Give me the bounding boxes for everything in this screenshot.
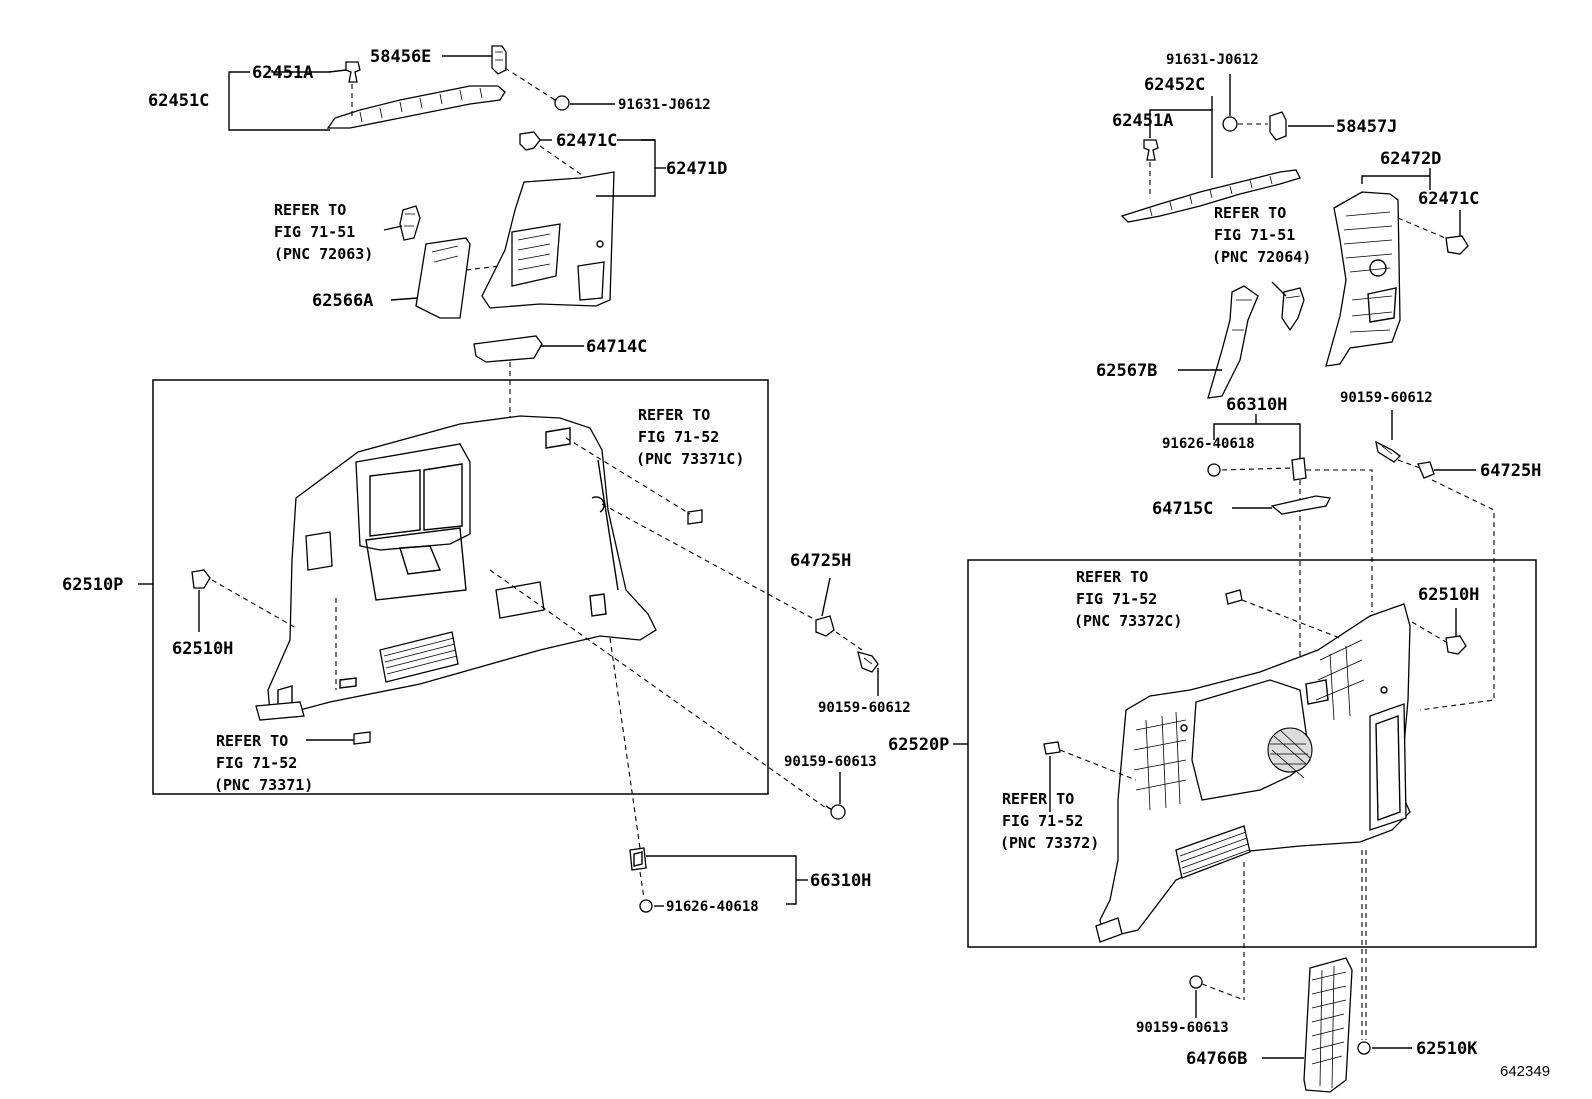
label-64725H-right: 64725H [1480, 461, 1541, 481]
label-91631-right: 91631-J0612 [1166, 52, 1259, 68]
bracket-58457J [1269, 111, 1287, 141]
bracket-refer-7151-right [1281, 287, 1305, 332]
label-58456E: 58456E [370, 47, 431, 67]
connector-refer-73371C [687, 509, 703, 525]
bracket-58456E [491, 45, 507, 75]
label-62566A: 62566A [312, 291, 373, 311]
refer-73372-line3: (PNC 73372) [1000, 834, 1099, 852]
bolt-90159-60612-right [1375, 440, 1401, 463]
refer-73371-line3: (PNC 73371) [214, 776, 313, 794]
quarter-trim-62510P [255, 415, 657, 721]
rail-62451C-left [326, 85, 506, 129]
refer-7151-left-line3: (PNC 72063) [274, 245, 373, 263]
refer-73371-line1: REFER TO [216, 732, 288, 750]
refer-73372C-line3: (PNC 73372C) [1074, 612, 1182, 630]
clip-64725H-right [1417, 461, 1435, 479]
label-64725H-left: 64725H [790, 551, 851, 571]
label-62567B: 62567B [1096, 361, 1157, 381]
cover-64714C [473, 335, 543, 363]
label-62520P: 62520P [888, 735, 949, 755]
label-90159-60613-left: 90159-60613 [784, 754, 877, 770]
label-91631-left: 91631-J0612 [618, 97, 711, 113]
label-64714C: 64714C [586, 337, 647, 357]
label-90159-60612-left: 90159-60612 [818, 700, 911, 716]
clip-62471C-left [519, 131, 552, 151]
refer-7151-right-line2: FIG 71-51 [1214, 226, 1295, 244]
hook-66310H-right [1291, 457, 1307, 481]
bolt-91626-right [1207, 463, 1221, 477]
label-90159-60613-right: 90159-60613 [1136, 1020, 1229, 1036]
refer-7151-left-line2: FIG 71-51 [274, 223, 355, 241]
rail-62452C [1120, 169, 1301, 223]
bolt-90159-60612-left [857, 651, 879, 673]
refer-7151-right-line1: REFER TO [1214, 204, 1286, 222]
label-62510H-right: 62510H [1418, 585, 1479, 605]
bolt-91626-left [639, 899, 653, 913]
clip-62451A-right [1143, 139, 1159, 161]
label-90159-60612-right: 90159-60612 [1340, 390, 1433, 406]
label-91626-right: 91626-40618 [1162, 436, 1255, 452]
screw-91631-right [1222, 116, 1238, 132]
refer-73371-line2: FIG 71-52 [216, 754, 297, 772]
label-66310H-right: 66310H [1226, 395, 1287, 415]
refer-7151-left-line1: REFER TO [274, 201, 346, 219]
label-64715C: 64715C [1152, 499, 1213, 519]
clip-62510H-left [191, 569, 211, 632]
label-62510P: 62510P [62, 575, 123, 595]
label-62471D: 62471D [666, 159, 727, 179]
label-62451A-right: 62451A [1112, 111, 1173, 131]
clip-62471C-right [1445, 235, 1469, 255]
label-62451A-left: 62451A [252, 63, 313, 83]
right-assembly-box [967, 559, 1537, 948]
clip-64725H-left [815, 615, 835, 637]
bolt-90159-60613-right [1189, 975, 1203, 989]
refer-73371C-line2: FIG 71-52 [638, 428, 719, 446]
label-66310H-left: 66310H [810, 871, 871, 891]
refer-7151-right-line3: (PNC 72064) [1212, 248, 1311, 266]
label-62452C: 62452C [1144, 75, 1205, 95]
label-62471C-right: 62471C [1418, 189, 1479, 209]
refer-73372C-line2: FIG 71-52 [1076, 590, 1157, 608]
screw-91631-left [551, 95, 570, 111]
trim-62566A [415, 237, 471, 319]
label-64766B: 64766B [1186, 1049, 1247, 1069]
refer-73372C-line1: REFER TO [1076, 568, 1148, 586]
clip-62510H-right [1445, 635, 1467, 655]
connector-refer-73372 [1043, 741, 1061, 755]
clip-62451A-left [345, 61, 361, 83]
hook-66310H-left [629, 847, 647, 871]
label-62510H-left: 62510H [172, 639, 233, 659]
quarter-trim-62520P [1095, 603, 1411, 943]
trim-62567B [1207, 285, 1259, 399]
label-62472D: 62472D [1380, 149, 1441, 169]
grip-64715C [1270, 495, 1331, 515]
pillar-62472D [1325, 191, 1401, 367]
refer-73371C-line1: REFER TO [638, 406, 710, 424]
label-91626-left: 91626-40618 [666, 899, 759, 915]
panel-64766B [1303, 957, 1353, 1093]
connector-refer-73371 [353, 731, 371, 745]
clip-62510K [1357, 1041, 1371, 1055]
pillar-62471D [481, 171, 615, 309]
connector-refer-73372C [1225, 589, 1243, 605]
label-62471C-left: 62471C [556, 131, 617, 151]
bolt-90159-60613-left [825, 804, 846, 820]
refer-73371C-line3: (PNC 73371C) [636, 450, 744, 468]
label-62510K: 62510K [1416, 1039, 1478, 1059]
figure-id: 642349 [1500, 1063, 1550, 1080]
refer-73372-line2: FIG 71-52 [1002, 812, 1083, 830]
label-58457J: 58457J [1336, 117, 1397, 137]
bracket-refer-7151-left [399, 205, 421, 241]
label-62451C: 62451C [148, 91, 209, 111]
left-assembly-box [152, 379, 769, 795]
refer-73372-line1: REFER TO [1002, 790, 1074, 808]
